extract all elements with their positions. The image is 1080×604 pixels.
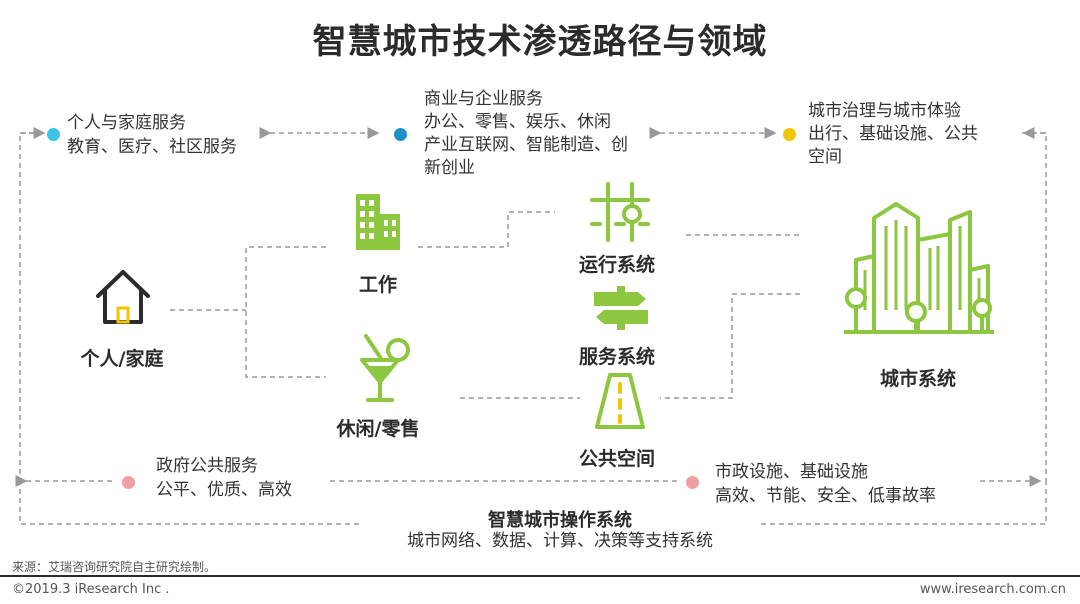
office-building-icon bbox=[356, 194, 400, 250]
signpost-icon bbox=[594, 286, 648, 330]
domain-business-detail-3: 新创业 bbox=[424, 158, 475, 178]
domain-business-detail-2: 产业互联网、智能制造、创 bbox=[424, 135, 628, 155]
house-icon bbox=[96, 270, 150, 324]
domain-city-detail-2: 空间 bbox=[808, 147, 842, 167]
node-ops-label: 运行系统 bbox=[578, 254, 655, 276]
source-note: 来源：艾瑞咨询研究院自主研究绘制。 bbox=[12, 560, 217, 574]
node-work-label: 工作 bbox=[358, 274, 397, 296]
city-skyline-icon bbox=[844, 202, 994, 334]
copyright: ©2019.3 iResearch Inc . bbox=[12, 582, 170, 597]
bullet-dot bbox=[47, 128, 60, 141]
intersection-icon bbox=[590, 182, 650, 242]
domain-government-heading: 政府公共服务 bbox=[156, 456, 258, 476]
domain-city-heading: 城市治理与城市体验 bbox=[808, 101, 961, 121]
node-service-label: 服务系统 bbox=[578, 346, 655, 368]
os-detail: 城市网络、数据、计算、决策等支持系统 bbox=[407, 531, 713, 551]
domain-personal-heading: 个人与家庭服务 bbox=[67, 113, 186, 133]
domain-business-detail-1: 办公、零售、娱乐、休闲 bbox=[424, 112, 611, 132]
domain-government-detail: 公平、优质、高效 bbox=[156, 480, 292, 500]
domain-business-heading: 商业与企业服务 bbox=[424, 89, 543, 109]
page-title: 智慧城市技术渗透路径与领域 bbox=[312, 22, 768, 62]
domain-city-detail-1: 出行、基础设施、公共 bbox=[808, 124, 978, 144]
node-city-label: 城市系统 bbox=[879, 368, 956, 390]
footer-divider bbox=[0, 575, 1080, 577]
node-public-space-label: 公共空间 bbox=[578, 448, 655, 470]
node-home-label: 个人/家庭 bbox=[80, 348, 164, 370]
website-link[interactable]: www.iresearch.com.cn bbox=[919, 582, 1066, 597]
bullet-dot bbox=[783, 128, 796, 141]
road-icon bbox=[595, 373, 645, 429]
cocktail-icon bbox=[360, 334, 410, 402]
bullet-dot bbox=[122, 476, 135, 489]
domain-personal-detail: 教育、医疗、社区服务 bbox=[67, 137, 237, 157]
domain-municipal-heading: 市政设施、基础设施 bbox=[715, 462, 868, 482]
bullet-dot bbox=[394, 128, 407, 141]
node-leisure-label: 休闲/零售 bbox=[336, 418, 420, 440]
os-heading: 智慧城市操作系统 bbox=[488, 510, 632, 531]
bullet-dot bbox=[686, 476, 699, 489]
domain-municipal-detail: 高效、节能、安全、低事故率 bbox=[715, 486, 936, 506]
